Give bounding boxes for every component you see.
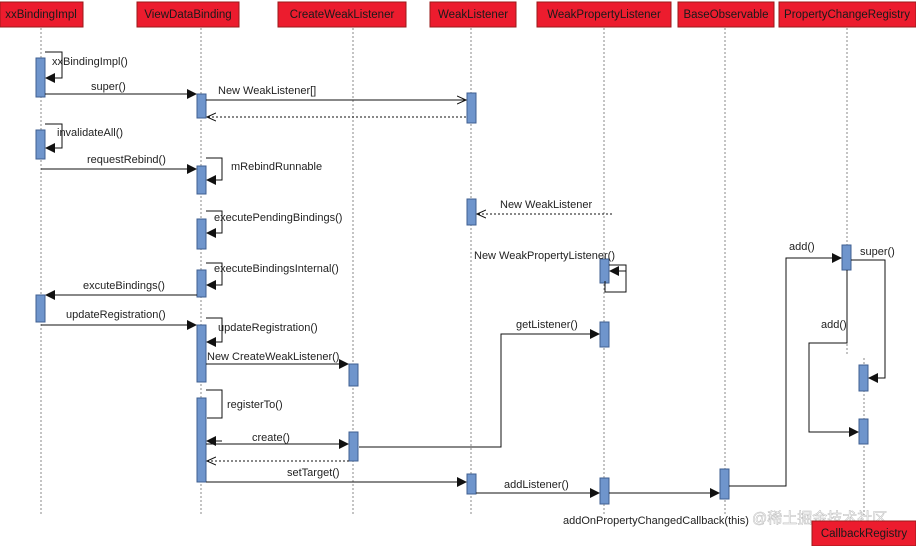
activation-bar [599,258,610,284]
activation-bar [196,93,207,119]
activation-bar [196,324,207,383]
message-label: executePendingBindings() [214,212,342,224]
message-label: mRebindRunnable [231,161,322,173]
message-label: addListener() [504,479,569,491]
activation-bar [858,364,869,392]
participant-label: BaseObservable [683,9,768,21]
message-label: add() [821,319,847,331]
activation-bar [35,129,46,160]
activation-bar [858,418,869,445]
activation-bar [466,473,477,495]
message-arrow [45,51,63,83]
activation-bar [599,321,610,348]
activation-bar [35,57,46,98]
message-arrow [206,210,223,238]
participant-createweaklistener: CreateWeakListener [277,1,407,28]
participant-weakpropertylistener: WeakPropertyListener [536,1,672,28]
activation-bar [466,92,477,124]
message-arrow [206,389,223,419]
participant-label: PropertyChangeRegistry [784,9,910,21]
message-arrow [604,264,627,293]
message-label: excuteBindings() [83,280,165,292]
activation-bar [196,269,207,298]
participant-label: WeakPropertyListener [547,9,661,21]
participant-label: CreateWeakListener [290,9,395,21]
participant-weaklistener: WeakListener [429,1,517,28]
message-label: super() [91,81,126,93]
participant-viewdatabinding: ViewDataBinding [136,1,240,28]
activation-bar [348,431,359,462]
message-arrow [206,262,223,290]
message-label: setTarget() [287,467,340,479]
message-arrow [359,329,600,448]
message-label: updateRegistration() [218,322,318,334]
activation-bar [196,218,207,250]
message-label: add() [789,241,815,253]
participant-label: WeakListener [438,9,508,21]
activation-bar [599,477,610,505]
message-label: New CreateWeakListener() [207,351,339,363]
message-label: create() [252,432,290,444]
message-label: updateRegistration() [66,309,166,321]
participant-xxbindingimpl: xxBindingImpl [0,1,84,28]
message-label: New WeakListener[] [218,85,316,97]
participant-baseobservable: BaseObservable [677,1,775,28]
participant-label: CallbackRegistry [821,528,908,540]
message-arrow [808,270,859,437]
activation-bar [719,468,730,500]
message-label: invalidateAll() [57,127,123,139]
message-label: xxBindingImpl() [52,56,128,68]
message-label: addOnPropertyChangedCallback(this) [563,515,749,527]
activation-bar [466,198,477,226]
activation-bar [196,397,207,483]
participant-callbackregistry: CallbackRegistry [811,520,916,546]
activation-bar [841,244,852,271]
participant-label: ViewDataBinding [144,9,231,21]
message-label: registerTo() [227,399,283,411]
message-label: executeBindingsInternal() [214,263,339,275]
message-arrow [729,253,842,487]
message-label: super() [860,246,895,258]
activation-bar [196,165,207,195]
message-label: requestRebind() [87,154,166,166]
message-arrow [45,123,63,153]
participant-label: xxBindingImpl [5,9,77,21]
activation-bar [348,363,359,387]
message-arrow [851,259,886,383]
message-label: getListener() [516,319,578,331]
participant-propertychangeregistry: PropertyChangeRegistry [778,1,916,28]
message-label: New WeakPropertyListener() [474,250,615,262]
activation-bar [35,294,46,323]
message-arrow [206,157,223,185]
message-arrow [206,317,223,347]
message-label: New WeakListener [500,199,592,211]
